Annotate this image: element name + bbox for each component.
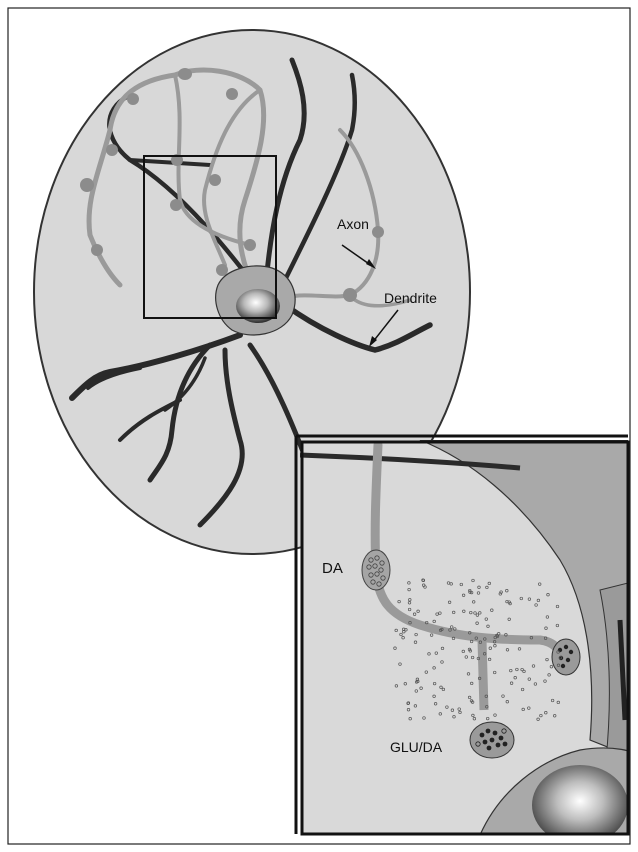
da-label: DA xyxy=(322,560,343,577)
synapse-varicosity xyxy=(552,639,580,675)
glu-da-label: GLU/DA xyxy=(390,739,443,755)
dendrite-label: Dendrite xyxy=(384,290,437,306)
glu-da-varicosity xyxy=(470,722,514,758)
inset-panel: DA GLU/DA xyxy=(296,436,638,845)
da-varicosity xyxy=(362,550,390,590)
inset-axon-collateral xyxy=(482,640,484,710)
axon-label: Axon xyxy=(337,216,369,232)
neuron-soma xyxy=(216,266,295,335)
